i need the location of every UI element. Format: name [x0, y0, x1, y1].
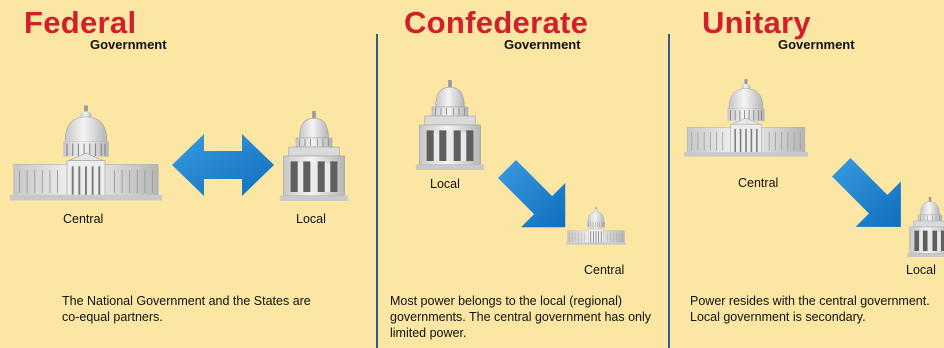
unitary-subtitle: Government — [778, 37, 855, 52]
unitary-panel: Unitary Government Central Local Power r… — [670, 0, 944, 348]
central-capitol-small-icon — [566, 204, 626, 248]
central-capitol-icon — [684, 68, 808, 168]
federal-local-label: Local — [296, 212, 326, 226]
local-statehouse-icon — [278, 108, 350, 204]
panel-divider-2 — [668, 34, 670, 348]
federal-title: Federal — [24, 5, 137, 40]
panel-divider-1 — [376, 34, 378, 348]
confederate-local-label: Local — [430, 177, 460, 191]
central-capitol-icon — [10, 101, 162, 205]
local-statehouse-icon — [414, 78, 486, 172]
two-way-arrow-icon — [172, 134, 274, 196]
federal-subtitle: Government — [90, 37, 167, 52]
confederate-central-label: Central — [584, 263, 625, 277]
unitary-title: Unitary — [702, 5, 811, 40]
confederate-panel: Confederate Government Local Central Mos… — [378, 0, 668, 348]
down-right-arrow-icon — [832, 158, 916, 242]
confederate-title: Confederate — [404, 5, 589, 40]
confederate-description: Most power belongs to the local (regiona… — [390, 294, 652, 340]
federal-central-label: Central — [63, 212, 104, 226]
local-statehouse-icon — [906, 196, 944, 258]
unitary-description: Power resides with the central governmen… — [690, 294, 930, 324]
federal-description: The National Government and the States a… — [62, 294, 311, 324]
unitary-local-label: Local — [906, 263, 936, 277]
confederate-subtitle: Government — [504, 37, 581, 52]
federal-panel: Federal Government Central Local The Nat… — [0, 0, 376, 348]
unitary-central-label: Central — [738, 176, 779, 190]
